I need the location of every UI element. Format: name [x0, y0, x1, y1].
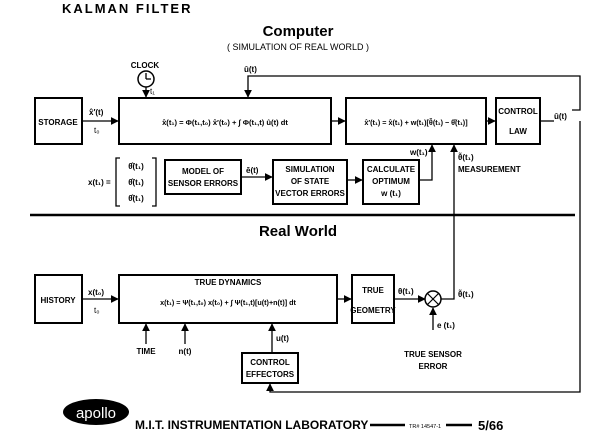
calc-line2: OPTIMUM [372, 177, 410, 186]
page-title: KALMAN FILTER [62, 1, 192, 16]
history-label: HISTORY [40, 296, 76, 305]
model-errors-line2: SENSOR ERRORS [168, 179, 239, 188]
simulation-line2: OF STATE [291, 177, 330, 186]
apollo-logo: apollo [63, 399, 129, 425]
clock-label: CLOCK [131, 61, 160, 70]
effectors-line2: EFFECTORS [246, 370, 295, 379]
propagation-equation: x̂(t₁) = Φ(t₁,t₀) x̂′(t₀) + ∫ Φ(t₁,t) û(… [162, 118, 288, 127]
history-output-label: x(t₀) [88, 288, 104, 297]
calc-line3: w (t₁) [380, 189, 401, 198]
storage-block [34, 97, 83, 145]
computer-title: Computer [263, 23, 334, 40]
e-bar-label: ē(t) [246, 166, 259, 175]
geometry-line2: GEOMETRY [350, 306, 396, 315]
sensor-label-line1: TRUE SENSOR [404, 350, 462, 359]
history-block [34, 274, 83, 324]
clock-t1: t₁ [150, 87, 155, 96]
summing-junction-icon [424, 290, 442, 308]
measurement-label: MEASUREMENT [458, 165, 521, 174]
update-equation: x̂′(t₁) = x̂(t₁) + w(t₁)[θ̃(t₁) − θ̂(t₁)… [364, 118, 467, 127]
u-hat-feedback-label: û(t) [244, 65, 257, 74]
model-errors-line1: MODEL OF [182, 167, 224, 176]
sensor-label-line2: ERROR [419, 362, 448, 371]
state-vector-entry-1: θ̂(t₁) [128, 162, 144, 171]
time-label: TIME [136, 347, 156, 356]
page-number: 5/66 [478, 418, 503, 433]
true-geometry-block [351, 274, 395, 324]
svg-text:apollo: apollo [76, 405, 116, 422]
theta-label: θ(t₁) [398, 287, 414, 296]
propagation-block [118, 97, 332, 145]
measurement-symbol: θ̃(t₁) [458, 153, 474, 162]
dynamics-title: TRUE DYNAMICS [195, 278, 262, 287]
calculate-optimum-block [362, 159, 420, 205]
simulation-block [272, 159, 348, 205]
storage-t0-label: t₀ [94, 126, 100, 135]
control-effectors-block [241, 352, 299, 384]
state-vector-entry-3: θ̂(t₁) [128, 194, 144, 203]
storage-label: STORAGE [38, 118, 78, 127]
true-dynamics-block [118, 274, 338, 324]
control-output-label: û(t) [554, 112, 567, 121]
theta-measured-label: θ̃(t₁) [458, 290, 474, 299]
tr-number: TR# 14547-1 [409, 424, 441, 430]
control-law-block [495, 97, 541, 145]
geometry-line1: TRUE [362, 286, 384, 295]
noise-label: n(t) [179, 347, 192, 356]
w-label: w(t₁) [409, 148, 428, 157]
calc-line1: CALCULATE [367, 165, 416, 174]
simulation-line3: VECTOR ERRORS [275, 189, 345, 198]
clock-icon [137, 70, 155, 88]
history-t0-label: t₀ [94, 306, 100, 315]
effectors-line1: CONTROL [250, 358, 290, 367]
u-label: u(t) [276, 334, 289, 343]
real-world-title: Real World [259, 223, 337, 240]
computer-subtitle: ( SIMULATION OF REAL WORLD ) [227, 42, 369, 52]
dynamics-equation: x(t₁) = Ψ(t₁,t₀) x(t₀) + ∫ Ψ(t₁,t)[u(t)+… [160, 298, 296, 307]
simulation-line1: SIMULATION [285, 165, 334, 174]
control-law-line2: LAW [509, 127, 527, 136]
lab-name: M.I.T. INSTRUMENTATION LABORATORY [135, 418, 368, 432]
state-vector-entry-2: θ̂(t₁) [128, 178, 144, 187]
control-law-line1: CONTROL [498, 107, 538, 116]
model-sensor-errors-block [164, 159, 242, 195]
state-vector-lhs: x(t₁) = [88, 178, 111, 187]
storage-output-label: x̂′(t) [89, 108, 104, 117]
sensor-error-symbol: e (t₁) [437, 321, 455, 330]
